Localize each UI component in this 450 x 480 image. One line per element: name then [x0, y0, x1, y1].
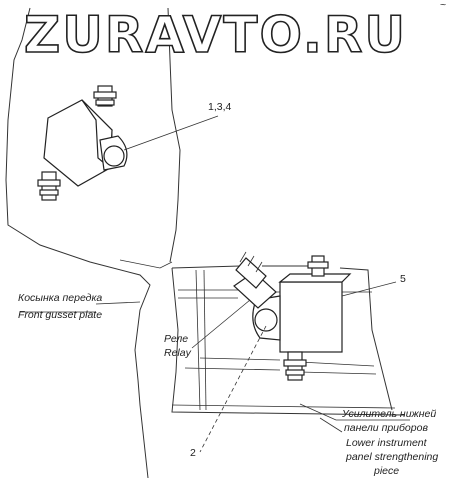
- bottom-relay-top-face: [278, 273, 352, 283]
- label-gusset-ru: Косынка передка: [18, 292, 102, 304]
- leader-bottom-relay: [341, 281, 397, 297]
- label-panel-ru-1: Усилитель нижней: [341, 408, 436, 420]
- bottom-relay-lower-nut: [283, 359, 307, 367]
- label-gusset-en: Front gusset plate: [18, 309, 102, 321]
- strengthening-piece-bottom-rib: [171, 404, 396, 409]
- top-relay: [37, 85, 128, 201]
- bottom-relay: [252, 255, 352, 381]
- top-relay-upper-nut: [93, 91, 117, 99]
- strengthening-piece-rib-3: [199, 357, 375, 367]
- strengthening-piece-rib-4: [184, 367, 377, 375]
- callout-top-relay: 1,3,4: [208, 101, 232, 113]
- gusset-fold-line: [119, 259, 173, 269]
- small-relay-terminals: [239, 251, 263, 273]
- leader-relay: [191, 299, 251, 349]
- bottom-relay-lower-washer: [285, 369, 305, 376]
- corner-mark: ~: [440, 0, 446, 11]
- top-relay-mounting-hole: [103, 145, 125, 167]
- small-relay-connector: [235, 257, 267, 289]
- top-relay-upper-washer: [95, 99, 115, 106]
- label-panel-ru-2: панели приборов: [344, 422, 428, 434]
- strengthening-piece-vertical-2: [203, 269, 207, 411]
- leader-panel: [299, 403, 410, 421]
- bottom-relay-body: [279, 281, 343, 353]
- front-gusset-plate-edge: [167, 7, 181, 263]
- top-relay-lower-washer: [39, 189, 59, 196]
- leader-panel-2: [319, 417, 343, 433]
- front-gusset-plate-outline: [5, 7, 151, 479]
- label-panel-en-2: panel strengthening: [345, 451, 438, 463]
- callout-bottom-relay: 5: [400, 273, 406, 285]
- bottom-relay-upper-nut: [307, 261, 329, 269]
- strengthening-piece-top-edge: [171, 265, 393, 411]
- label-panel-en-3: piece: [373, 465, 399, 477]
- top-relay-lower-nut: [37, 179, 61, 187]
- bottom-relay-mounting-hole: [254, 308, 278, 332]
- small-relay: [233, 251, 277, 309]
- label-relay-ru: Реле: [164, 333, 188, 345]
- watermark-text: ZURAVTO.RU: [24, 6, 407, 64]
- strengthening-piece-vertical-1: [195, 269, 201, 411]
- strengthening-piece-outline: [171, 267, 406, 416]
- callout-bracket: 2: [190, 447, 196, 459]
- leader-top-relay: [123, 115, 219, 151]
- label-relay-en: Relay: [164, 347, 192, 359]
- leader-bracket: [199, 325, 267, 453]
- leader-gusset: [20, 301, 141, 313]
- label-panel-en-1: Lower instrument: [346, 437, 428, 449]
